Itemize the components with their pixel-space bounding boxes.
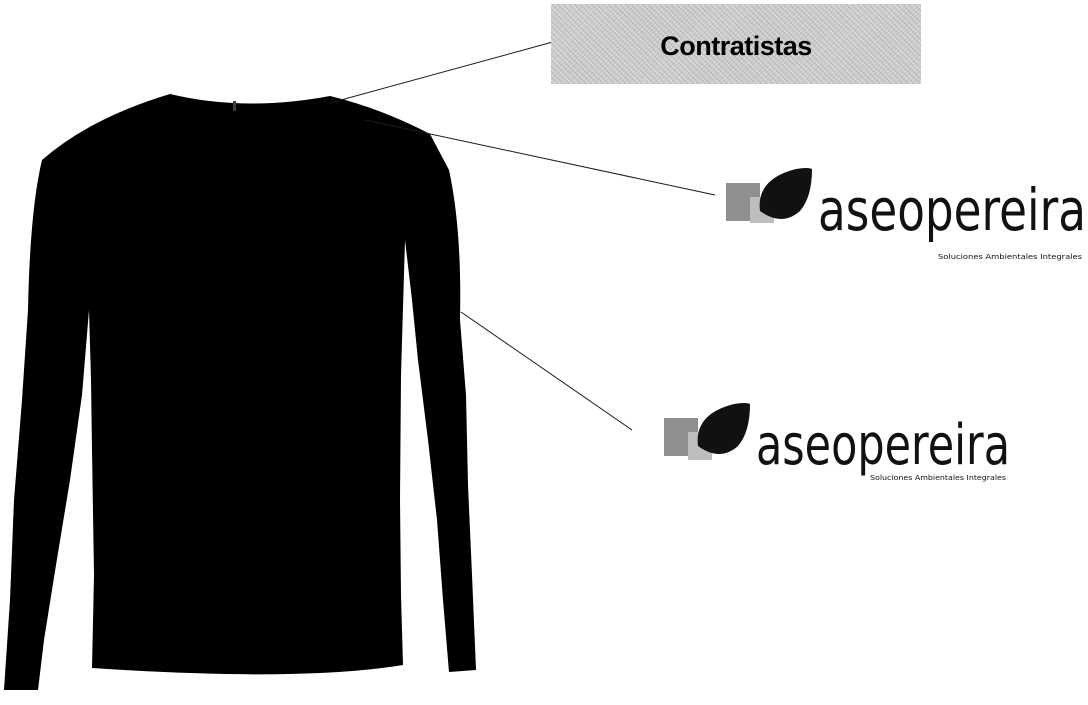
shirt-illustration xyxy=(4,94,476,690)
contratistas-label-text: Contratistas xyxy=(551,31,921,62)
pointer-line-to-label xyxy=(330,40,560,103)
leaf-mark-icon xyxy=(698,403,750,454)
logo-tagline: Soluciones Ambientales Integrales xyxy=(938,253,1082,261)
contratistas-label-box: Contratistas xyxy=(551,4,921,84)
long-sleeve-shirt-icon xyxy=(4,94,476,690)
pointer-line-to-logo-2 xyxy=(461,312,632,430)
logo-name: aseopereira xyxy=(818,176,1086,244)
collar-tag xyxy=(233,101,236,111)
leaf-mark-icon xyxy=(760,168,812,219)
logo-aseopereira-1: aseopereira Soluciones Ambientales Integ… xyxy=(726,168,1086,261)
logo-tagline: Soluciones Ambientales Integrales xyxy=(870,474,1006,482)
logo-name: aseopereira xyxy=(756,413,1010,478)
logo-aseopereira-2: aseopereira Soluciones Ambientales Integ… xyxy=(664,403,1010,482)
